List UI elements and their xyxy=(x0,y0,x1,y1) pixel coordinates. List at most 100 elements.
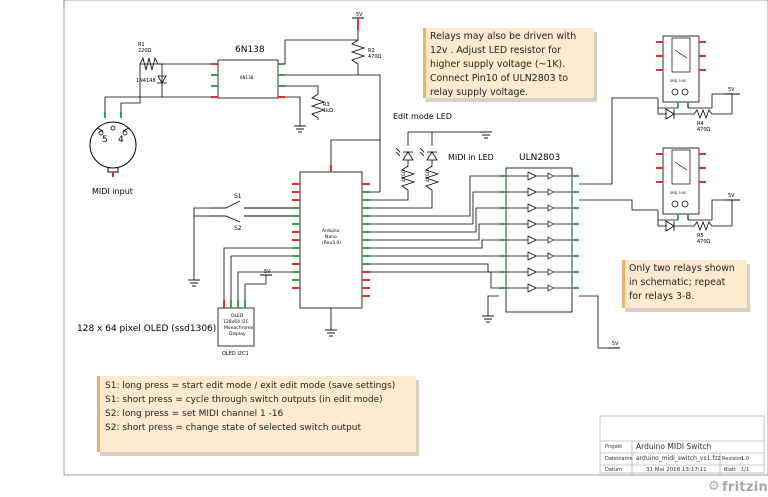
title-projekt-value: Arduino MIDI Switch xyxy=(636,442,712,451)
relay-2 xyxy=(662,147,700,215)
uln-buffer xyxy=(527,203,537,213)
optocoupler-title: 6N138 xyxy=(235,45,265,55)
s1-label: S1 xyxy=(234,193,242,200)
diode-label: 1N4148 xyxy=(136,78,156,84)
wire xyxy=(579,97,658,185)
wire xyxy=(104,96,162,115)
oled-display xyxy=(217,307,255,347)
uln-buffer xyxy=(527,283,537,293)
switch-s1 xyxy=(210,200,292,209)
wire xyxy=(120,63,162,115)
arduino-to-uln-wire xyxy=(370,239,499,249)
fritzing-logo: ⚙fritzing xyxy=(708,479,768,495)
resistor-led2 xyxy=(370,160,440,209)
uln-diode xyxy=(547,236,554,244)
arduino-label-line3: (Rev3.0) xyxy=(322,240,341,246)
ground-symbol xyxy=(294,125,306,133)
uln-5v-label: 5V xyxy=(612,341,619,347)
title-datum-value: 31 Mai 2018 13:17:11 xyxy=(646,467,707,473)
vcc-5v-label: 5V xyxy=(356,12,363,18)
relay2-led xyxy=(657,220,675,232)
usage-note: S1: long press = start edit mode / exit … xyxy=(97,376,416,452)
ground-symbol xyxy=(325,329,337,337)
relays-shown-note: Only two relays shown in schematic; repe… xyxy=(622,260,747,308)
wire xyxy=(237,271,292,300)
wire xyxy=(407,131,486,146)
relay1-5v-label: 5V xyxy=(728,87,735,93)
r1-resistor xyxy=(139,56,159,71)
r2-resistor xyxy=(350,39,366,65)
usage-line: S1: short press = cycle through switch o… xyxy=(105,395,383,405)
title-revision-label: Revision xyxy=(722,456,743,462)
title-block xyxy=(599,415,765,475)
optocoupler-6n138 xyxy=(217,59,279,99)
sheet-frame xyxy=(63,0,768,476)
uln-diode xyxy=(547,252,554,260)
relay-note-line: relay supply voltage. xyxy=(430,87,529,98)
oled-title: OLED I2C1 xyxy=(222,351,249,357)
fritzing-glyph-icon: ⚙ xyxy=(708,479,720,494)
r2-label: R2 xyxy=(368,48,375,54)
midi-input-label: MIDI input xyxy=(92,187,133,196)
uln-buffer xyxy=(527,251,537,261)
r2-value: 470Ω xyxy=(368,54,382,60)
r4-resistor xyxy=(674,108,732,120)
uln-buffer xyxy=(527,235,537,245)
uln-title: ULN2803 xyxy=(519,153,560,163)
arduino-right-pins xyxy=(362,183,370,297)
midi-led xyxy=(419,147,438,161)
r3-resistor xyxy=(310,93,326,119)
uln-diode xyxy=(547,188,554,196)
relay-note-line: Relays may also be driven with xyxy=(430,31,577,42)
r5-value: 470Ω xyxy=(697,239,711,245)
arduino-nano xyxy=(299,171,363,309)
title-datei-value: arduino_midi_switch_vs1.fzz xyxy=(636,455,721,462)
wire xyxy=(579,199,658,211)
arduino-label-line1: Arduino xyxy=(322,228,340,234)
edit-led-label: Edit mode LED xyxy=(393,112,452,121)
relay1-chip: SRD-5-RC xyxy=(670,79,687,83)
wire xyxy=(193,207,210,280)
r5-resistor xyxy=(674,220,732,232)
uln-buffer xyxy=(527,267,537,277)
wire xyxy=(657,210,678,221)
r1-label: R1 xyxy=(138,42,145,48)
fritzing-brand-text: fritzing xyxy=(721,480,768,495)
wire xyxy=(330,139,380,165)
r1-value: 220Ω xyxy=(138,48,152,54)
relay2-pins xyxy=(656,153,706,220)
oled-line3: Monochrome xyxy=(224,325,253,331)
arduino-label-line2: Nano xyxy=(325,234,337,240)
oled-line1: OLED xyxy=(231,313,244,319)
switch-s2 xyxy=(210,215,292,223)
title-blatt-value: 1/1 xyxy=(741,467,750,473)
s2-label: S2 xyxy=(234,225,242,232)
optocoupler-pins xyxy=(211,63,285,98)
arduino-to-uln-wire xyxy=(370,207,499,233)
r3-label: R3 xyxy=(323,102,330,108)
relay-voltage-note: Relays may also be driven with 12v . Adj… xyxy=(423,28,594,98)
oled-5v-label: 5V xyxy=(264,269,271,275)
midi-led-label: MIDI in LED xyxy=(448,153,494,162)
relay2-chip: SRD-5-RC xyxy=(670,191,687,195)
r4-label: R4 xyxy=(697,121,704,127)
wire xyxy=(487,295,499,316)
relay2-5v-label: 5V xyxy=(728,193,735,199)
relay-note-line: higher supply voltage (~1K). xyxy=(430,59,566,70)
r-led1-value: 470Ω xyxy=(401,169,407,182)
title-datei-label: Dateiname xyxy=(605,456,633,462)
edit-led xyxy=(395,147,414,161)
midi-din-connector xyxy=(89,121,137,177)
relay-1 xyxy=(662,35,700,103)
bus-wires xyxy=(370,175,499,289)
uln-buffer xyxy=(527,187,537,197)
title-projekt-label: Projekt xyxy=(605,444,623,450)
usage-line: S2: short press = change state of select… xyxy=(105,423,362,433)
uln-diode xyxy=(547,204,554,212)
wire xyxy=(223,247,292,300)
optocoupler-chip-label: 6N138 xyxy=(240,75,254,80)
r3-value: 1kΩ xyxy=(323,108,333,114)
uln-diode xyxy=(547,284,554,292)
relay1-led xyxy=(657,108,675,120)
